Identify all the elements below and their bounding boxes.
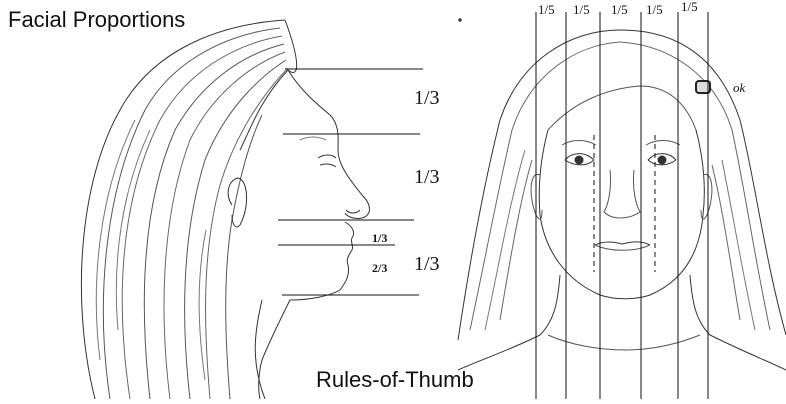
lip-upper-fraction-label: 1/3 [372, 231, 387, 245]
fifth-label-3: 1/5 [611, 2, 628, 17]
fifth-label-4: 1/5 [646, 2, 663, 17]
profile-drawing [81, 20, 369, 399]
lower-third-label: 1/3 [414, 253, 440, 275]
fifth-label-2: 1/5 [573, 2, 590, 17]
fifth-label-1: 1/5 [538, 2, 555, 17]
middle-third-label: 1/3 [414, 166, 440, 188]
lip-lower-fraction-label: 2/3 [372, 261, 387, 275]
figure-subtitle: Rules-of-Thumb [316, 367, 474, 393]
front-labels: 1/5 1/5 1/5 1/5 1/5 ok [538, 0, 746, 95]
handwritten-annotation: ok [733, 80, 746, 95]
profile-labels: 1/3 1/3 1/3 1/3 2/3 [372, 87, 440, 275]
profile-guides [278, 69, 423, 295]
front-drawing [458, 19, 786, 370]
fifth-label-5: 1/5 [681, 0, 698, 14]
upper-third-label: 1/3 [414, 87, 440, 109]
figure-title: Facial Proportions [8, 7, 185, 33]
